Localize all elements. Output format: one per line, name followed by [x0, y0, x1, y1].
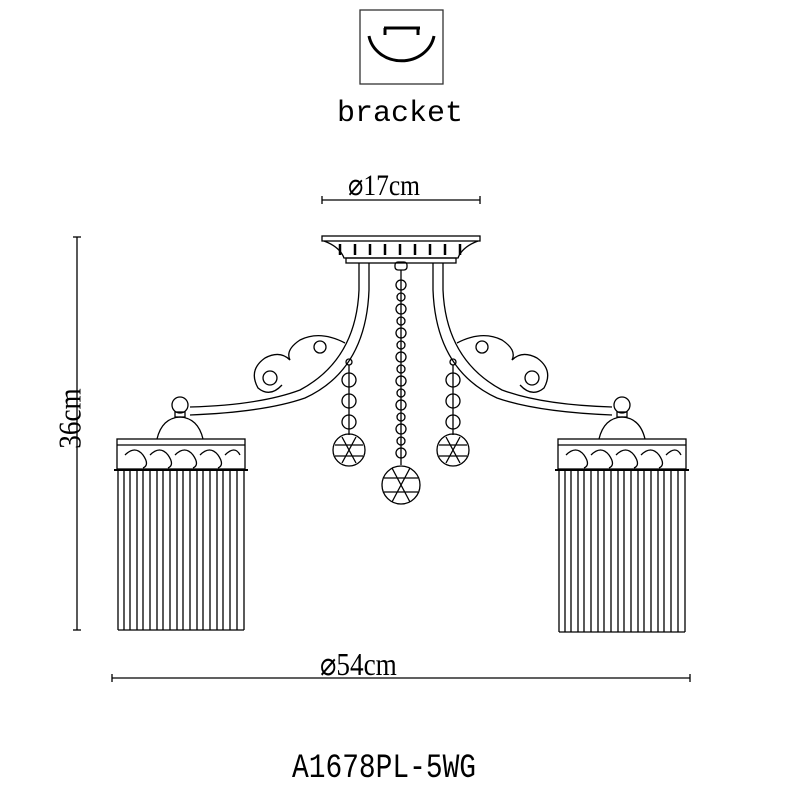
- right-crystal-pendant: [436, 358, 470, 467]
- bracket-icon: [359, 9, 444, 85]
- height-dimension-line: [73, 236, 81, 631]
- overall-dimension-line: [111, 674, 691, 682]
- left-crystal-pendant: [332, 358, 366, 467]
- right-arm: [432, 263, 613, 416]
- model-number: A1678PL-5WG: [292, 750, 477, 788]
- canopy: [321, 235, 481, 264]
- right-lamp-shade: [555, 396, 689, 633]
- height-label: 36cm: [51, 388, 88, 449]
- canopy-diameter-label: ⌀17cm: [348, 169, 421, 202]
- canopy-dimension-line: [321, 196, 481, 204]
- center-crystal-chain: [381, 261, 421, 505]
- mount-type-label: bracket: [337, 97, 464, 131]
- overall-diameter-label: ⌀54cm: [320, 646, 397, 682]
- left-arm: [189, 263, 370, 416]
- left-lamp-shade: [114, 396, 248, 631]
